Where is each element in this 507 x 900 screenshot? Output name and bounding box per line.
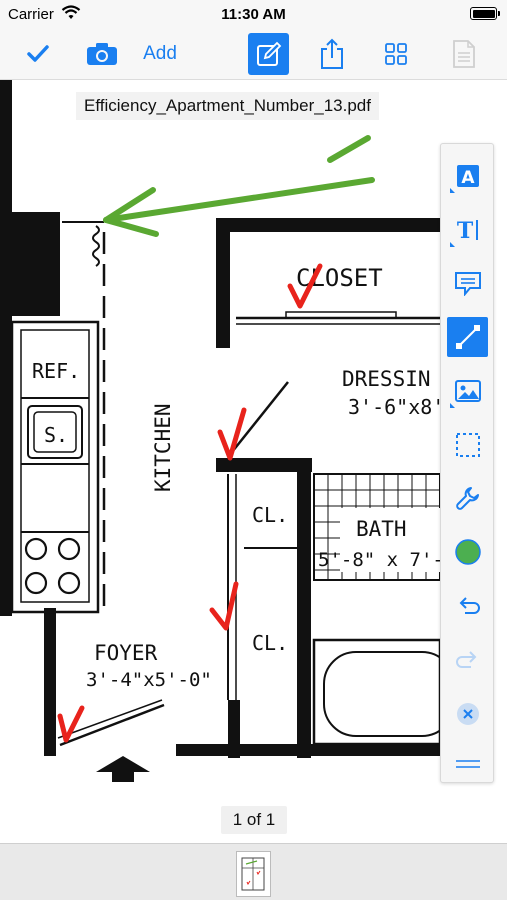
comment-icon <box>454 272 481 296</box>
bath-dim: 5'-8" x 7'-0' <box>318 549 467 571</box>
green-arrow-annotation[interactable] <box>103 135 375 237</box>
image-icon <box>454 380 481 402</box>
pencil-square-icon <box>256 41 281 66</box>
cl-upper-label: CL. <box>252 503 288 527</box>
selection-tool[interactable] <box>447 425 488 465</box>
document-button[interactable] <box>448 28 480 80</box>
menu-lines-icon <box>455 760 480 768</box>
red-check-cl[interactable] <box>209 581 239 631</box>
line-tool[interactable] <box>447 317 488 357</box>
selection-rect-icon <box>455 433 480 457</box>
floor-plan-drawing: CLOSET REF. S. KITCHEN DRESSIN 3'-6"x8'-… <box>0 80 468 782</box>
undo-icon <box>459 597 480 614</box>
grid-view-button[interactable] <box>380 28 412 80</box>
document-canvas[interactable]: CLOSET REF. S. KITCHEN DRESSIN 3'-6"x8'-… <box>0 80 507 843</box>
camera-icon <box>87 43 117 65</box>
add-label: Add <box>143 43 177 64</box>
battery-icon <box>470 7 500 20</box>
grid-icon <box>385 43 407 65</box>
settings-tool[interactable] <box>447 478 488 518</box>
sink-label: S. <box>44 423 68 447</box>
page-thumbnail-strip <box>0 843 507 900</box>
bath-label: BATH <box>356 517 407 541</box>
carrier-label: Carrier <box>8 6 54 23</box>
kitchen-label: KITCHEN <box>151 403 175 492</box>
top-toolbar: Add <box>0 28 507 80</box>
clock: 11:30 AM <box>221 6 286 23</box>
page-indicator: 1 of 1 <box>221 806 287 834</box>
red-check-closet[interactable] <box>287 263 323 309</box>
red-check-foyer[interactable] <box>57 705 85 743</box>
ref-label: REF. <box>32 359 80 383</box>
share-icon <box>321 38 343 69</box>
document-filename: Efficiency_Apartment_Number_13.pdf <box>76 92 379 120</box>
redo-button[interactable] <box>447 640 488 680</box>
thumbnail-preview-icon <box>241 857 265 891</box>
comment-tool[interactable] <box>447 263 488 303</box>
wrench-icon <box>455 487 479 510</box>
image-tool[interactable] <box>447 371 488 411</box>
close-icon <box>456 703 479 725</box>
text-cursor-icon: T <box>456 218 478 243</box>
annotation-tool-palette: A T <box>440 143 494 783</box>
palette-drag-handle[interactable] <box>447 746 488 782</box>
add-button[interactable]: Add <box>137 28 183 80</box>
svg-text:T: T <box>456 218 473 243</box>
close-palette-button[interactable] <box>447 694 488 734</box>
status-bar: Carrier 11:30 AM <box>0 0 507 28</box>
camera-button[interactable] <box>83 28 121 80</box>
cl-lower-label: CL. <box>252 631 288 655</box>
foyer-dim: 3'-4"x5'-0" <box>86 669 212 691</box>
done-button[interactable] <box>18 28 58 80</box>
text-box-icon: A <box>456 165 479 188</box>
document-icon <box>453 40 475 68</box>
color-dot-icon <box>454 539 481 565</box>
checkmark-icon <box>27 45 49 62</box>
line-tool-icon <box>455 325 480 349</box>
foyer-label: FOYER <box>94 641 158 665</box>
undo-button[interactable] <box>447 586 488 626</box>
share-button[interactable] <box>315 28 349 80</box>
page-thumbnail[interactable] <box>236 851 271 897</box>
text-tool[interactable]: T <box>447 210 488 250</box>
color-picker[interactable] <box>447 532 488 572</box>
redo-icon <box>455 651 476 668</box>
wifi-icon <box>61 5 81 19</box>
svg-text:A: A <box>461 168 475 188</box>
red-check-dressing[interactable] <box>217 407 247 461</box>
annotate-button[interactable] <box>248 33 289 75</box>
text-box-tool[interactable]: A <box>447 156 488 196</box>
dressing-label: DRESSIN <box>342 367 431 391</box>
